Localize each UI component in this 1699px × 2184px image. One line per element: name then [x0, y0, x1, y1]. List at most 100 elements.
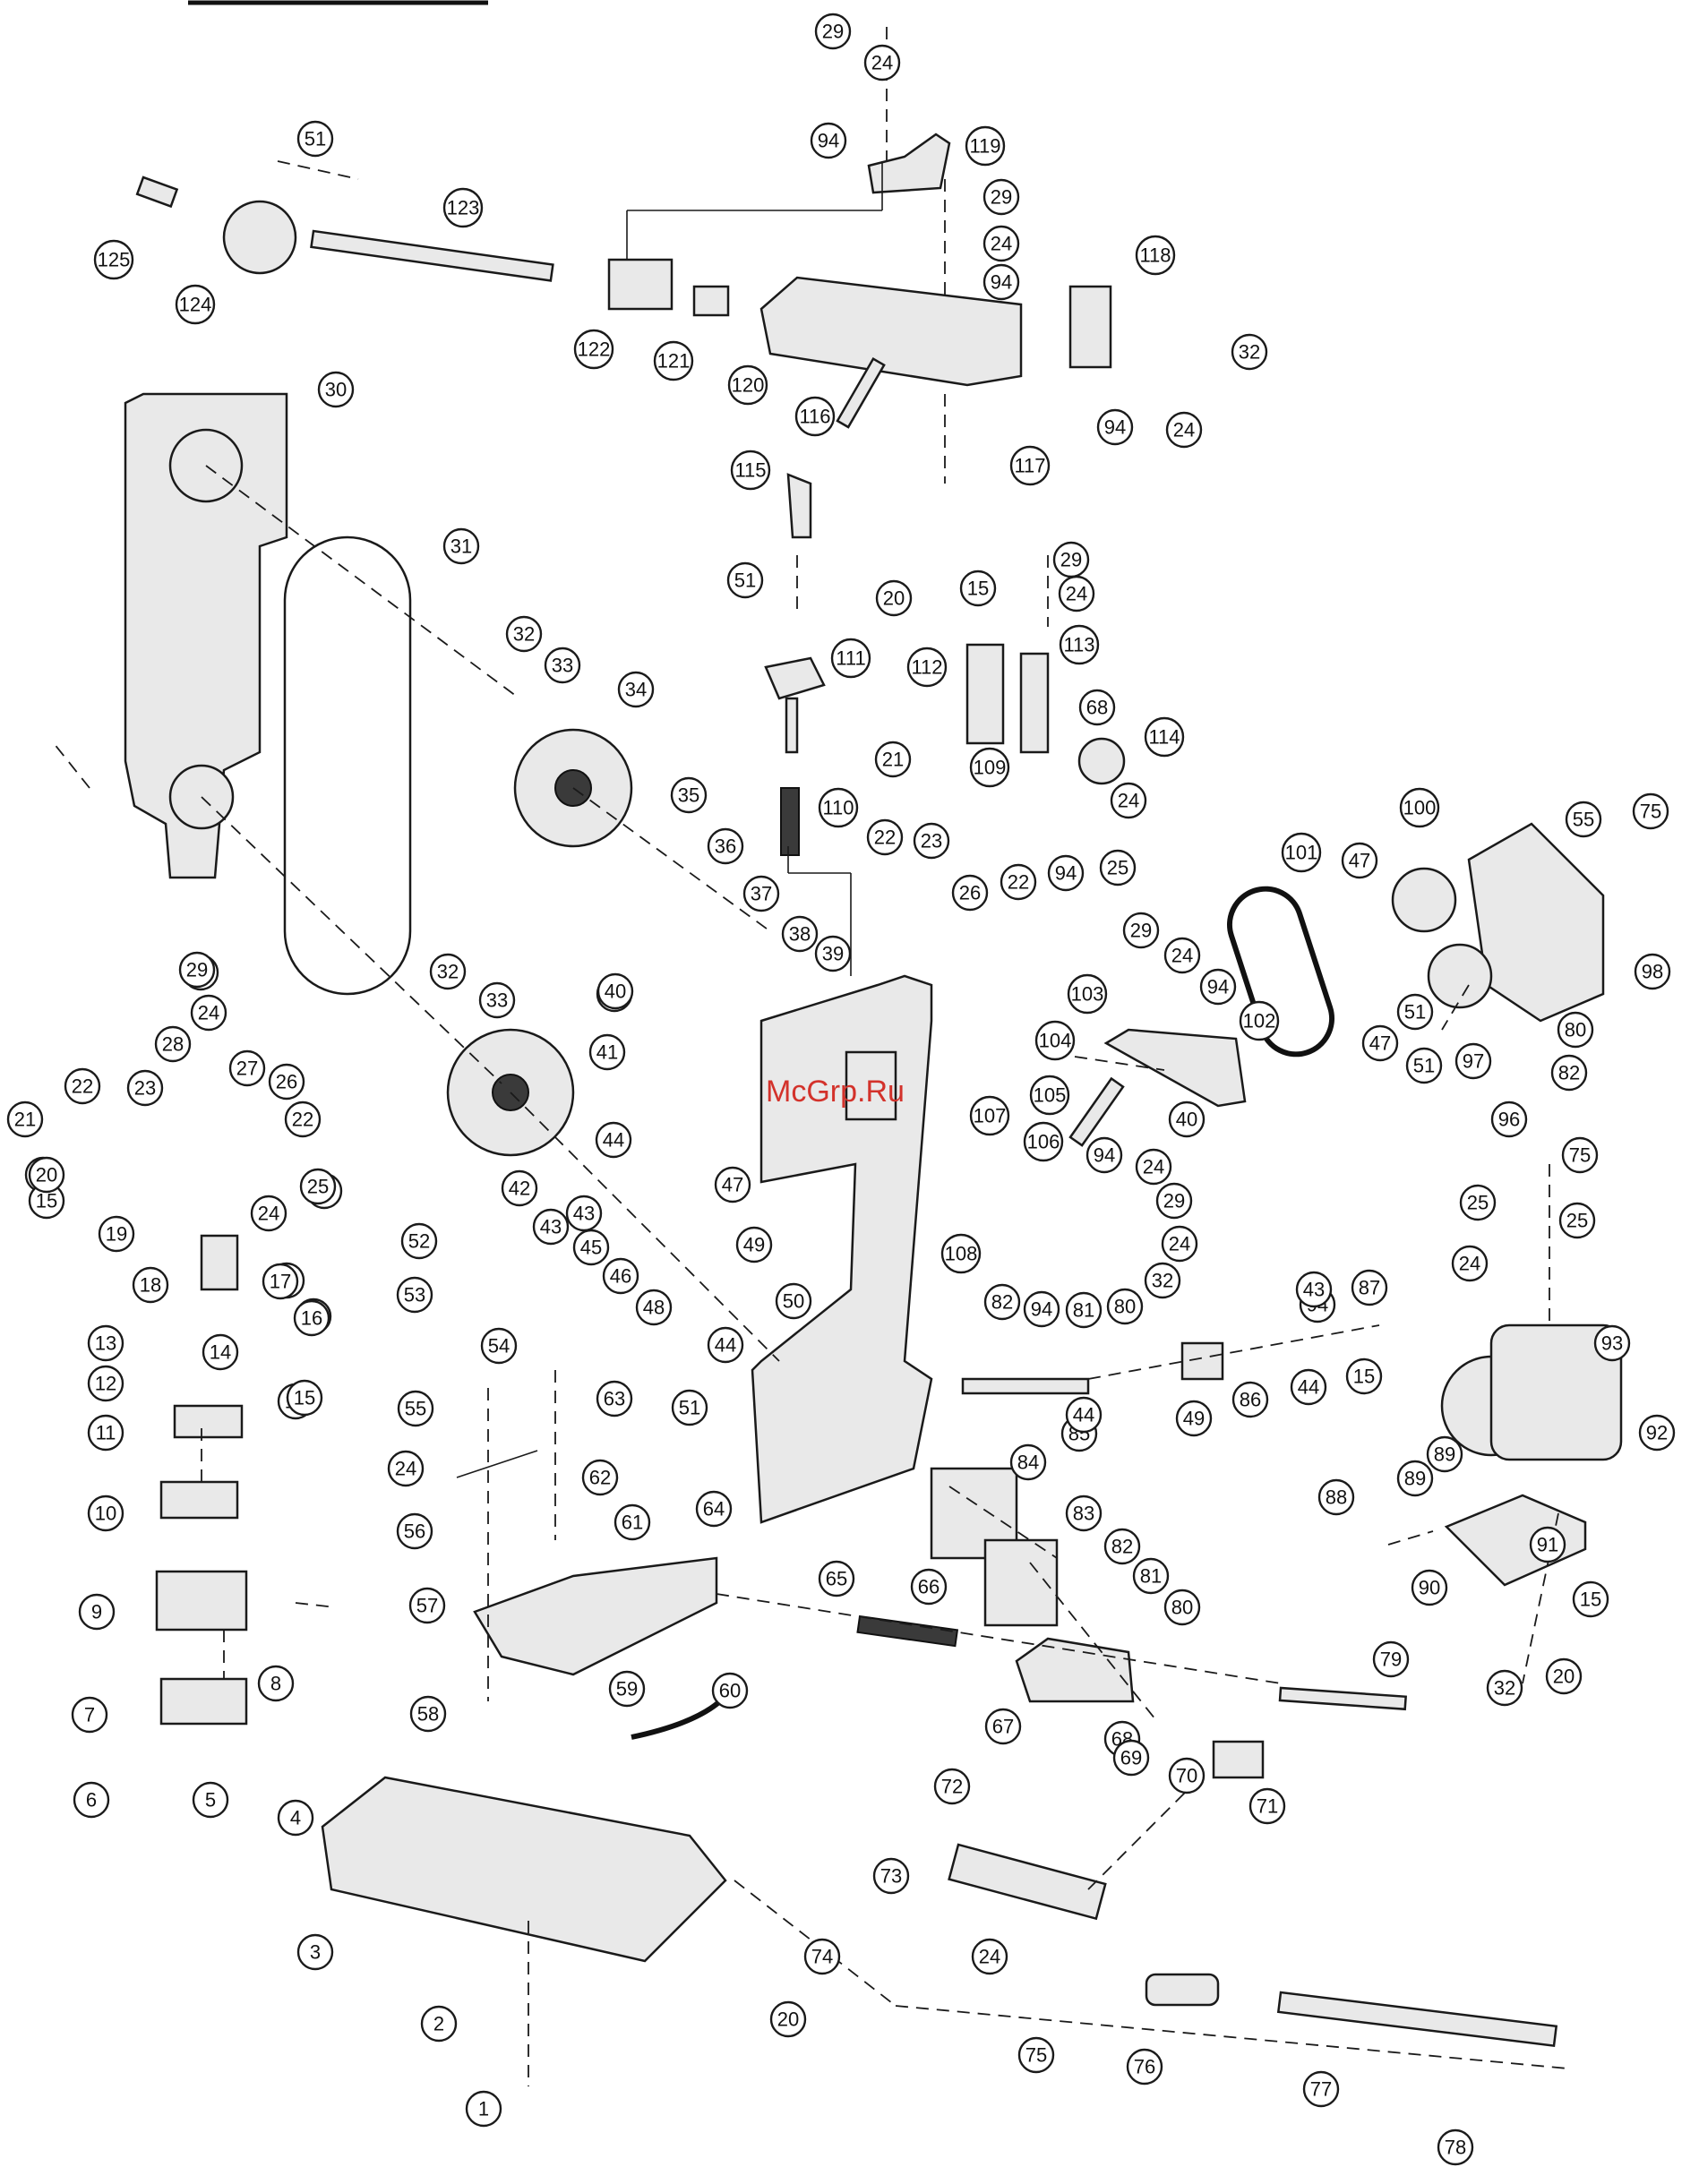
callout-circle: [1029, 1075, 1070, 1116]
callout-number: 24: [1173, 419, 1195, 441]
callout-number: 18: [140, 1274, 161, 1297]
part-callout-17: 17: [262, 1263, 299, 1300]
part-callout-103: 103: [1067, 973, 1108, 1015]
callout-number: 97: [1463, 1050, 1484, 1073]
callout-number: 119: [969, 135, 1000, 158]
part-callout-104: 104: [1034, 1020, 1076, 1061]
part-callout-25: 25: [299, 1168, 337, 1205]
part-callout-29: 29: [814, 13, 852, 50]
guide-bracket-102: [1103, 1028, 1247, 1108]
callout-circle: [959, 570, 997, 607]
part-callout-62: 62: [581, 1459, 619, 1496]
callout-circle: [87, 1414, 124, 1452]
callout-number: 15: [967, 578, 989, 600]
part-callout-50: 50: [775, 1282, 812, 1320]
part-callout-82: 82: [1103, 1528, 1141, 1565]
callout-number: 44: [1073, 1404, 1094, 1426]
callout-number: 74: [811, 1946, 833, 1968]
part-callout-32: 32: [1486, 1669, 1523, 1707]
part-callout-21: 21: [874, 741, 912, 778]
callout-number: 15: [294, 1387, 315, 1409]
part-callout-44: 44: [1290, 1368, 1327, 1406]
callout-circle: [317, 371, 355, 408]
part-callout-49: 49: [1175, 1400, 1213, 1437]
part-callout-20: 20: [1545, 1657, 1583, 1695]
callout-circle: [635, 1289, 673, 1326]
belt-101: [1227, 886, 1334, 1058]
callout-circle: [913, 822, 950, 860]
part-callout-24: 24: [1165, 411, 1203, 449]
callout-circle: [1396, 993, 1434, 1031]
callout-circle: [78, 1593, 116, 1631]
part-callout-81: 81: [1065, 1291, 1103, 1329]
callout-number: 20: [777, 2008, 799, 2031]
part-callout-16: 16: [293, 1299, 330, 1337]
callout-circle: [671, 1389, 708, 1426]
block-11: [173, 1404, 244, 1439]
callout-circle: [1059, 624, 1100, 665]
callout-circle: [299, 1168, 337, 1205]
part-callout-24: 24: [1110, 782, 1147, 819]
callout-circle: [87, 1365, 124, 1402]
callout-circle: [596, 1380, 633, 1417]
part-callout-24: 24: [387, 1450, 425, 1487]
part-callout-52: 52: [400, 1222, 438, 1260]
callout-number: 68: [1086, 697, 1108, 719]
callout-circle: [1454, 1042, 1492, 1080]
callout-circle: [1034, 1020, 1076, 1061]
callout-circle: [1459, 1184, 1497, 1221]
part-callout-116: 116: [794, 396, 836, 437]
callout-number: 49: [743, 1234, 765, 1256]
main-frame: [751, 974, 933, 1524]
part-callout-69: 69: [1112, 1739, 1150, 1777]
callout-number: 118: [1139, 244, 1171, 267]
callout-circle: [420, 2005, 458, 2043]
callout-number: 44: [715, 1334, 736, 1357]
part-callout-39: 39: [814, 935, 852, 972]
part-callout-80: 80: [1106, 1288, 1144, 1325]
callout-number: 94: [1207, 976, 1229, 998]
part-callout-14: 14: [202, 1333, 239, 1371]
callout-circle: [262, 1263, 299, 1300]
callout-circle: [400, 1222, 438, 1260]
callout-circle: [126, 1069, 164, 1107]
callout-number: 110: [822, 797, 854, 819]
callout-circle: [1231, 1381, 1269, 1418]
callout-number: 51: [1413, 1055, 1435, 1077]
callout-number: 41: [596, 1041, 618, 1064]
knob-114: [1077, 737, 1126, 785]
callout-number: 23: [921, 830, 942, 852]
part-callout-28: 28: [154, 1025, 192, 1063]
part-callout-27: 27: [228, 1049, 266, 1087]
callout-number: 104: [1039, 1030, 1072, 1052]
callout-number: 49: [1183, 1408, 1205, 1430]
callout-circle: [1067, 973, 1108, 1015]
part-callout-90: 90: [1411, 1569, 1448, 1606]
callout-circle: [707, 827, 744, 865]
callout-circle: [1165, 411, 1203, 449]
callout-number: 79: [1380, 1649, 1402, 1671]
part-callout-51: 51: [1405, 1047, 1443, 1084]
callout-number: 24: [1118, 790, 1139, 812]
callout-circle: [1099, 849, 1137, 886]
callout-circle: [1558, 1202, 1596, 1239]
callout-circle: [1009, 445, 1051, 486]
callout-number: 22: [874, 826, 896, 849]
part-callout-22: 22: [1000, 863, 1037, 901]
bushing-86: [1180, 1341, 1224, 1381]
part-callout-20: 20: [28, 1156, 65, 1194]
part-callout-80: 80: [1163, 1589, 1201, 1626]
callout-circle: [1249, 1787, 1286, 1825]
callout-number: 32: [1494, 1677, 1515, 1700]
callout-circle: [1411, 1569, 1448, 1606]
part-callout-59: 59: [608, 1670, 646, 1708]
part-callout-44: 44: [595, 1121, 632, 1159]
callout-circle: [478, 981, 516, 1019]
part-callout-2: 2: [420, 2005, 458, 2043]
part-callout-19: 19: [98, 1215, 135, 1253]
block-121: [692, 285, 730, 317]
callout-circle: [257, 1665, 295, 1702]
callout-circle: [818, 1560, 855, 1597]
part-callout-55: 55: [397, 1390, 434, 1427]
callout-number: 67: [992, 1716, 1014, 1738]
